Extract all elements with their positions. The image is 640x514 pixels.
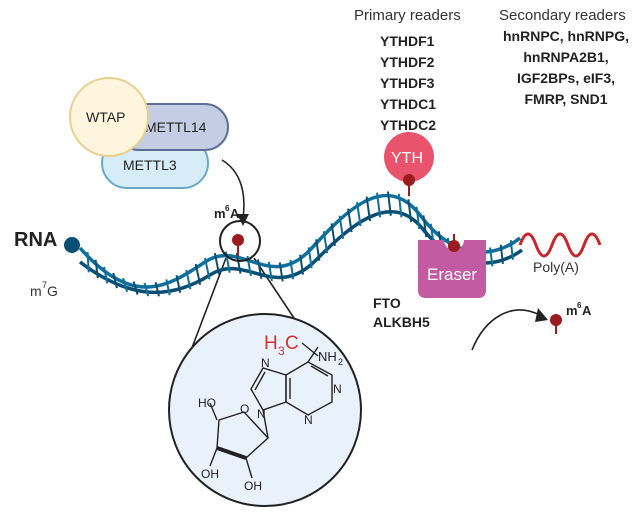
rna-base-tick xyxy=(347,208,353,233)
secondary-readers-heading: Secondary readers xyxy=(499,7,626,24)
rna-base-tick xyxy=(338,215,345,239)
eraser-label: Eraser xyxy=(427,265,477,284)
rna-base-tick xyxy=(86,252,90,273)
cap-superscript: 7 xyxy=(42,280,47,290)
rna-5prime-cap xyxy=(64,237,80,253)
rna-base-tick xyxy=(415,206,421,230)
primary-readers-heading: Primary readers xyxy=(354,7,461,24)
released-m6a-a: A xyxy=(582,303,592,318)
rna-base-tick xyxy=(376,192,382,218)
rna-base-tick xyxy=(407,199,413,223)
m6a-site-a: A xyxy=(230,206,240,221)
rna-base-tick xyxy=(103,266,109,284)
rna-base-tick xyxy=(499,244,504,265)
label-oh-right: OH xyxy=(244,479,262,493)
rna-base-tick xyxy=(322,231,329,254)
rna-base-tick xyxy=(112,272,118,289)
secondary-reader-line: hnRNPC, hnRNPG, xyxy=(503,28,629,44)
rna-base-tick xyxy=(94,259,99,279)
ring-n1: N xyxy=(333,382,342,396)
writer-arrow xyxy=(221,159,245,219)
mettl14-label: METTL14 xyxy=(145,119,207,135)
rna-base-tick xyxy=(315,239,321,261)
methyl-h-subscript: 3 xyxy=(278,344,285,358)
rna-base-tick xyxy=(365,196,371,222)
rna-base-tick xyxy=(422,215,428,238)
m6a-site-superscript: 6 xyxy=(225,204,230,213)
yth-label: YTH xyxy=(391,150,423,167)
rna-base-tick xyxy=(213,252,221,275)
m6a-zoom-ring xyxy=(219,220,261,262)
rna-base-tick xyxy=(122,277,129,293)
cap-g: G xyxy=(47,283,58,299)
methyl-h: H xyxy=(264,333,278,354)
rna-label: RNA xyxy=(14,229,57,251)
primary-reader-item: YTHDC1 xyxy=(380,96,436,112)
rna-base-tick xyxy=(299,254,304,275)
cap-m: m xyxy=(30,283,42,299)
primary-reader-item: YTHDF1 xyxy=(380,33,435,49)
amine-nh: NH xyxy=(318,349,337,364)
primary-reader-item: YTHDF2 xyxy=(380,54,435,70)
rna-base-tick xyxy=(185,269,192,290)
ribose-bold-bond xyxy=(216,446,247,460)
ring-n7: N xyxy=(261,356,270,370)
rna-base-tick xyxy=(509,240,514,260)
polya-label: Poly(A) xyxy=(533,259,579,275)
rna-base-tick xyxy=(330,223,336,246)
primary-reader-item: YTHDC2 xyxy=(380,117,436,133)
mettl3-label: METTL3 xyxy=(123,157,177,173)
m6a-site-mark xyxy=(232,234,244,246)
rna-base-tick xyxy=(204,257,211,280)
eraser-shape xyxy=(418,240,486,298)
rna-base-tick xyxy=(267,261,273,282)
release-arrow xyxy=(471,309,543,351)
eraser-enzyme-alkbh5: ALKBH5 xyxy=(373,314,430,330)
rna-base-tick xyxy=(278,262,284,282)
rna-base-tick xyxy=(235,252,242,274)
rna-base-tick xyxy=(194,263,202,285)
secondary-reader-line: IGF2BPs, eIF3, xyxy=(517,70,615,86)
label-oh-left: OH xyxy=(201,467,219,481)
methyl-bond xyxy=(301,342,319,357)
eraser-bound-m6a xyxy=(448,240,460,252)
rna-base-tick xyxy=(289,259,295,280)
writer-arrowhead xyxy=(237,214,249,226)
m6a-site-m: m xyxy=(214,206,226,221)
label-ho: HO xyxy=(198,396,216,410)
wtap-shape xyxy=(69,77,149,157)
rna-base-tick xyxy=(154,281,160,297)
ring-n9: N xyxy=(257,407,266,421)
ribose-o: O xyxy=(240,402,249,416)
released-m6a-superscript: 6 xyxy=(577,301,582,310)
rna-base-tick xyxy=(143,282,150,297)
rna-base-tick xyxy=(256,259,263,279)
released-m6a-mark xyxy=(550,314,562,326)
rna-base-tick xyxy=(386,191,392,216)
rna-base-tick xyxy=(489,247,494,267)
released-m6a-m: m xyxy=(566,303,578,318)
m6a-chemical-structure xyxy=(209,342,333,479)
rna-base-tick xyxy=(165,279,171,296)
yth-bound-m6a xyxy=(403,174,415,186)
rna-base-tick xyxy=(175,274,182,293)
release-arrowhead xyxy=(535,308,548,322)
secondary-readers-list: hnRNPC, hnRNPG, hnRNPA2B1, IGF2BPs, eIF3, F… xyxy=(503,28,629,107)
yth-domain xyxy=(384,132,434,182)
methyl-c: C xyxy=(285,333,299,354)
ring-n3: N xyxy=(304,413,313,427)
wtap-label: WTAP xyxy=(86,109,125,125)
rna-base-tick xyxy=(307,247,313,269)
amine-subscript: 2 xyxy=(338,357,343,367)
secondary-reader-line: hnRNPA2B1, xyxy=(523,49,608,65)
rna-base-tick xyxy=(356,201,362,227)
rna-base-tick xyxy=(132,281,139,295)
secondary-reader-line: FMRP, SND1 xyxy=(525,91,608,107)
rna-base-tick xyxy=(397,193,403,218)
eraser-enzyme-fto: FTO xyxy=(373,295,401,311)
polya-tail xyxy=(518,232,602,258)
primary-reader-item: YTHDF3 xyxy=(380,75,435,91)
